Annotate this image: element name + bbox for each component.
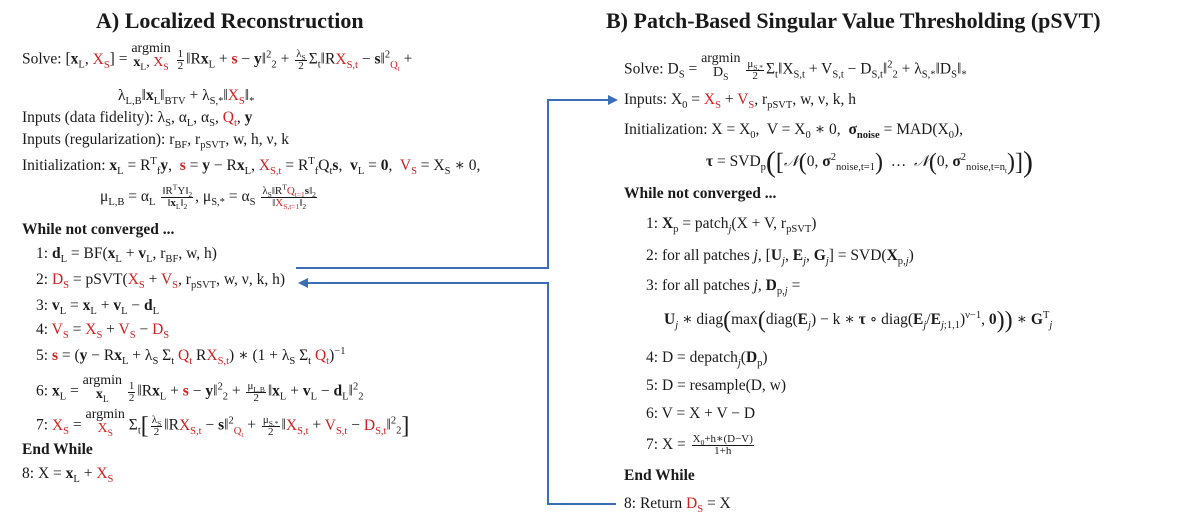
panel-b-step-2: 2: for all patches j, [Uj, Ej, Gj] = SVD… [646, 247, 914, 268]
panel-a-step-5: 5: s = (y − RxL + λS Σt Qt RXS,t) ∗ (1 +… [36, 345, 346, 368]
panel-b-step-5: 5: D = resample(D, w) [646, 377, 787, 394]
panel-a-solve-line-2: λL,B‖xL‖BTV + λS,*‖XS‖* [118, 87, 255, 108]
panel-b-step-6: 6: V = X + V − D [646, 405, 756, 422]
panel-a-step-8: 8: X = xL + XS [22, 465, 114, 486]
panel-a-while: While not converged ... [22, 221, 175, 238]
panel-b-step-4: 4: D = depatchj(Dp) [646, 349, 768, 370]
arrow-to-psvt-inputs [296, 95, 618, 269]
panel-a-init-line-2: μL,B = αL ‖RTY‖2‖xL‖2, μS,* = αS λS‖RTQt… [100, 182, 317, 212]
panel-b-title: B) Patch-Based Singular Value Thresholdi… [606, 8, 1101, 33]
panel-a-title: A) Localized Reconstruction [96, 8, 364, 33]
arrow-return-to-step-2 [298, 278, 616, 505]
panel-a-inputs-reg-label: Inputs (regularization): [22, 131, 166, 148]
panel-a-inputs-data-label: Inputs (data fidelity): [22, 109, 154, 126]
panel-b-while: While not converged ... [624, 185, 777, 202]
panel-b-end-while: End While [624, 467, 695, 484]
panel-b-step-3-formula: Uj ∗ diag(max(diag(Ej) − k ∗ τ ∘ diag(Ej… [664, 307, 1053, 334]
panel-a-inputs-data: Inputs (data fidelity): λS, αL, αS, Qt, … [22, 109, 253, 130]
panel-a-step-2: 2: DS = pSVT(XS + VS, rpSVT, w, ν, k, h) [36, 271, 285, 292]
panel-a-step-3: 3: vL = xL + vL − dL [36, 297, 160, 318]
panel-a-end-while: End While [22, 441, 93, 458]
panel-b-step-8: 8: Return DS = X [624, 495, 731, 516]
panel-psvt: B) Patch-Based Singular Value Thresholdi… [600, 0, 1178, 528]
panel-a-init-label: Initialization: [22, 157, 106, 174]
panel-b-step-1: 1: Xp = patchj(X + V, rpSVT) [646, 215, 817, 236]
panel-b-step-3: 3: for all patches j, Dp,j = [646, 277, 801, 298]
panel-b-init-line-2: τ = SVDp([𝒩(0, σ2noise,t=1) … 𝒩(0, σ2noi… [706, 145, 1034, 179]
panel-b-inputs-label: Inputs: [624, 91, 668, 108]
panel-b-init-label: Initialization: [624, 121, 708, 138]
panel-a-solve-label: Solve: [22, 50, 62, 68]
panel-a-step-4: 4: VS = XS + VS − DS [36, 321, 170, 342]
panel-b-init-line-1: Initialization: X = X0, V = X0 ∗ 0, σnoi… [624, 121, 964, 142]
panel-localized-reconstruction: A) Localized Reconstruction Solve: [xL, … [0, 0, 560, 528]
panel-b-inputs: Inputs: X0 = XS + VS, rpSVT, w, ν, k, h [624, 91, 857, 112]
panel-b-step-7: 7: X = X0+h∗(D−V)1+h [646, 433, 754, 457]
panel-a-inputs-reg: Inputs (regularization): rBF, rpSVT, w, … [22, 131, 290, 152]
panel-a-step-1: 1: dL = BF(xL + vL, rBF, w, h) [36, 245, 217, 266]
panel-a-init-line-1: Initialization: xL = RTfy, s = y − RxL, … [22, 155, 481, 178]
panel-b-solve-label: Solve: [624, 60, 664, 78]
